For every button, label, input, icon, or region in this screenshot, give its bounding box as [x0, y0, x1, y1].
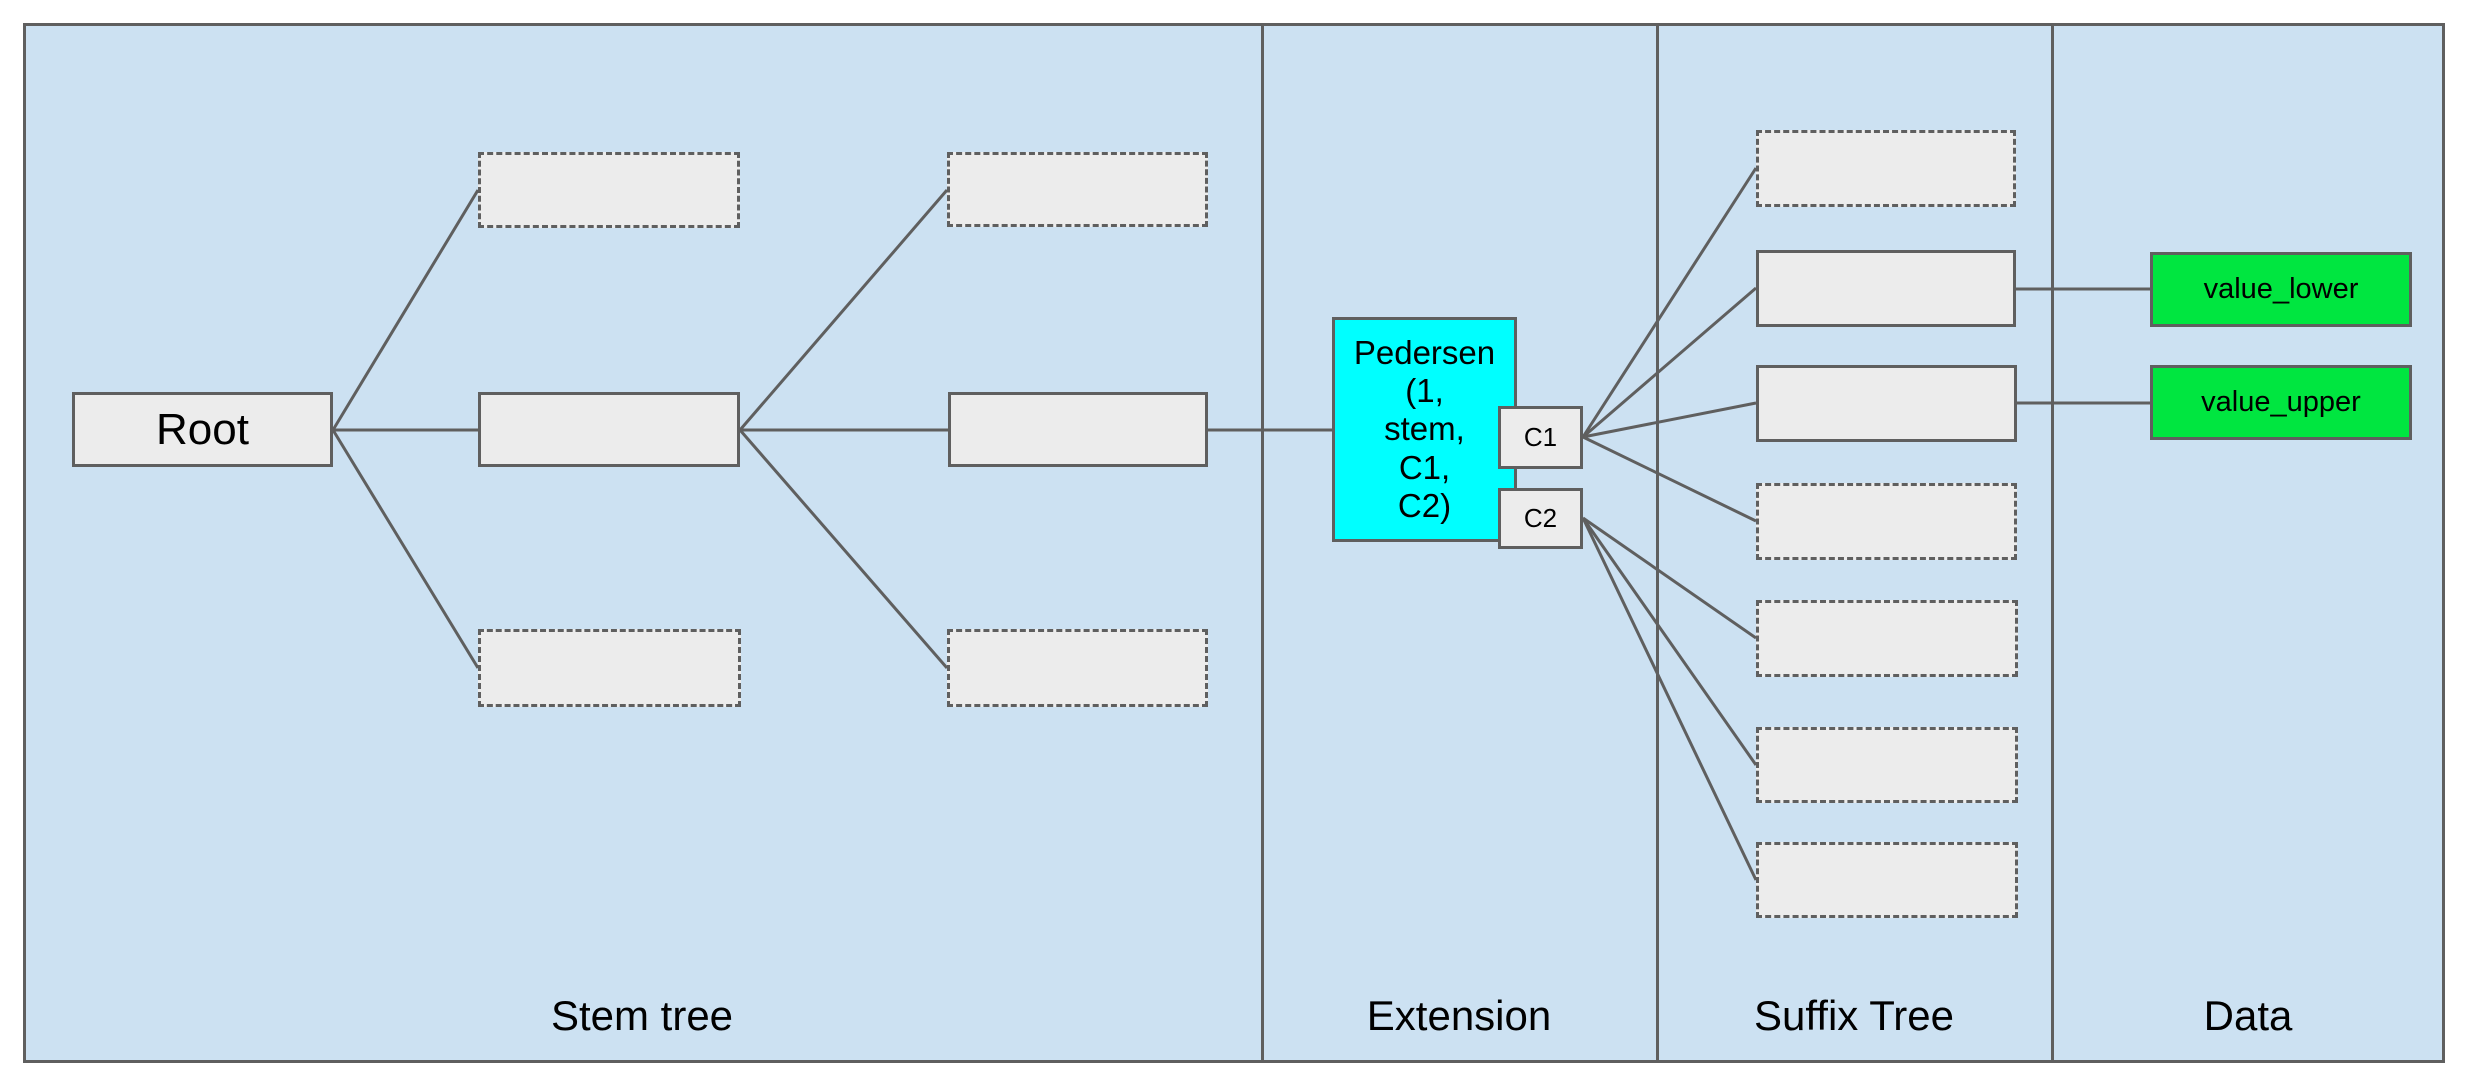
node-stem1-mid — [478, 392, 740, 467]
node-stem2-top — [947, 152, 1208, 227]
node-suffix-3 — [1756, 365, 2017, 442]
node-suffix-1 — [1756, 130, 2016, 207]
section-label-suffix-tree: Suffix Tree — [1754, 992, 1954, 1039]
section-label-stem-tree: Stem tree — [550, 992, 734, 1039]
node-suffix-6 — [1756, 727, 2018, 803]
section-label-data: Data — [2203, 992, 2293, 1039]
edge-root-to-stem1-top — [331, 189, 480, 431]
edge-c2-to-suffix-5 — [1582, 516, 1757, 640]
node-value-lower: value_lower — [2150, 252, 2412, 327]
node-pedersen: Pedersen (1, stem, C1, C2) — [1332, 317, 1517, 542]
edge-c1-to-suffix-4 — [1582, 435, 1757, 523]
node-suffix-2 — [1756, 250, 2016, 327]
node-c2: C2 — [1498, 488, 1583, 549]
edge-c1-to-suffix-3 — [1582, 401, 1757, 439]
edge-root-to-stem1-bottom — [331, 429, 480, 669]
section-divider — [2051, 23, 2054, 1063]
edge-stem1-to-stem2-bottom — [738, 429, 949, 669]
section-divider — [1261, 23, 1264, 1063]
node-stem2-bottom — [947, 629, 1208, 707]
edge-c2-to-suffix-6 — [1581, 517, 1758, 766]
node-value-upper: value_upper — [2150, 365, 2412, 440]
node-suffix-4 — [1756, 483, 2017, 560]
node-root: Root — [72, 392, 333, 467]
edge-c2-to-suffix-7 — [1581, 517, 1758, 881]
node-stem2-mid — [948, 392, 1208, 467]
node-stem1-top — [478, 152, 740, 228]
diagram-frame — [23, 23, 2445, 1063]
edge-c1-to-suffix-1 — [1581, 167, 1758, 438]
node-stem1-bottom — [478, 629, 741, 707]
edge-stem1-to-stem2-top — [738, 189, 949, 431]
node-suffix-7 — [1756, 842, 2018, 918]
section-label-extension: Extension — [1366, 992, 1552, 1039]
edge-c1-to-suffix-2 — [1582, 286, 1757, 439]
node-c1: C1 — [1498, 406, 1583, 469]
section-divider — [1656, 23, 1659, 1063]
node-suffix-5 — [1756, 600, 2018, 677]
